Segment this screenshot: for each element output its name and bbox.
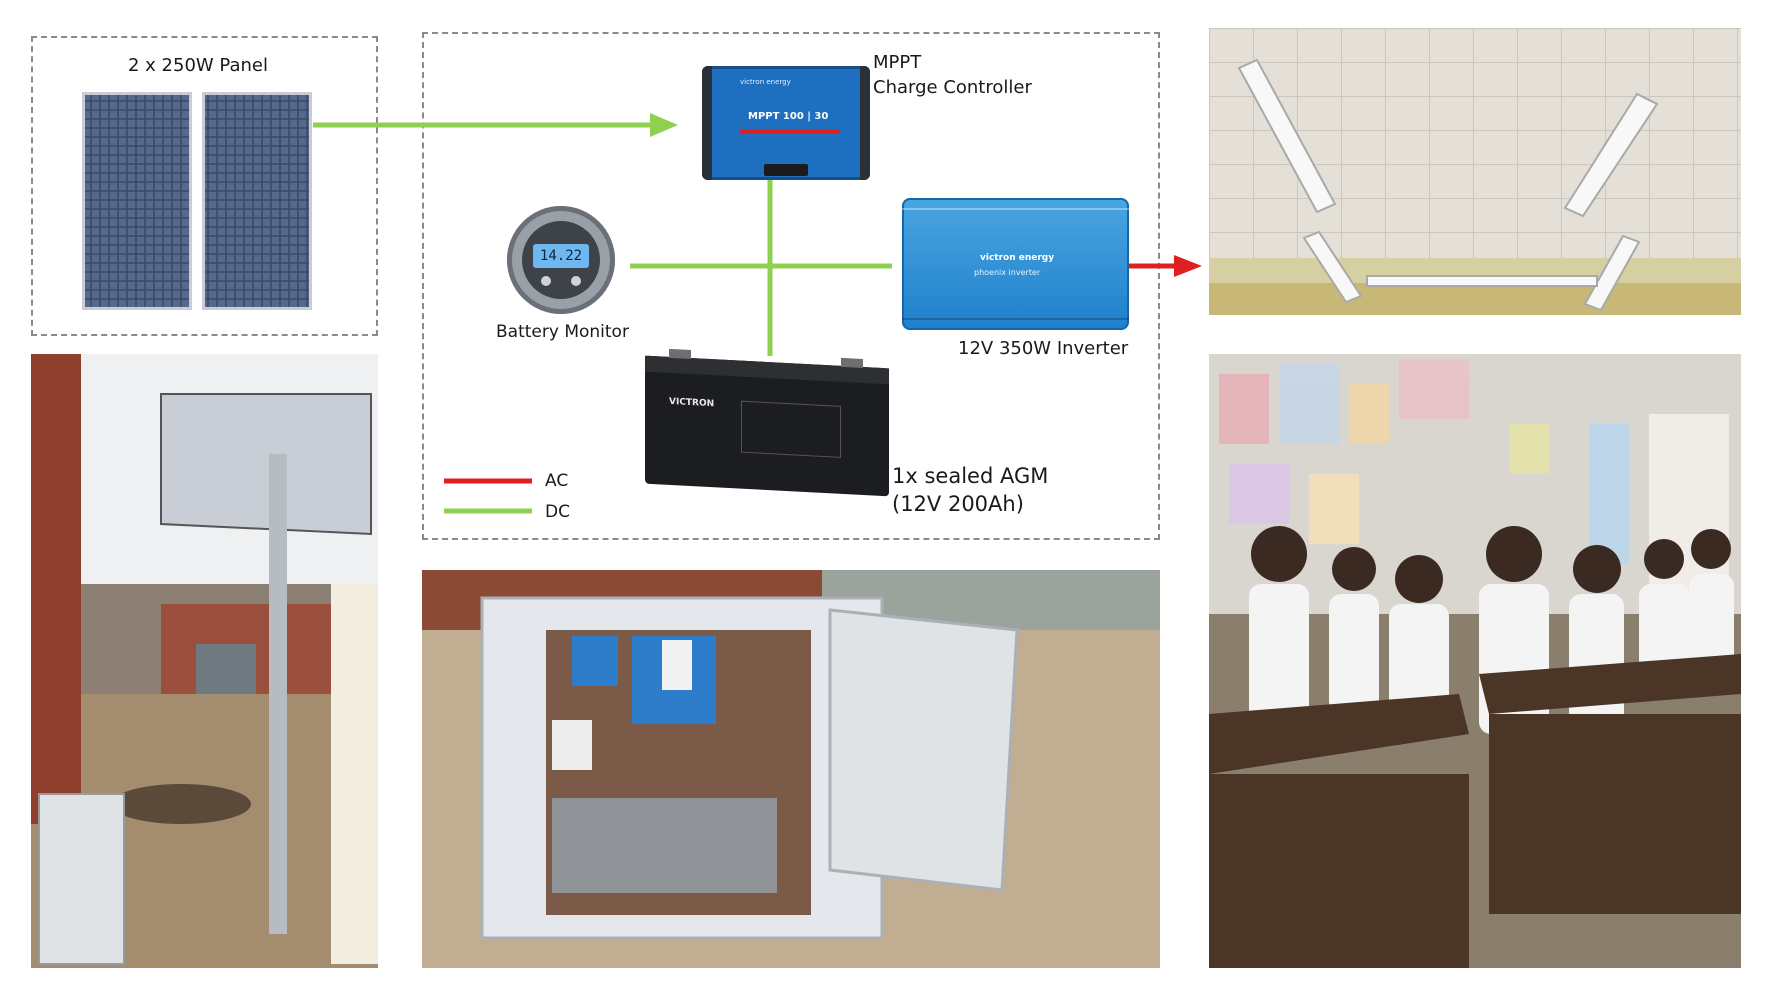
ac-arrowhead [1174, 255, 1202, 277]
mppt-label-line1: MPPT [873, 52, 922, 73]
battery-label-line2: (12V 200Ah) [892, 492, 1024, 516]
dc-arrowhead [650, 113, 678, 137]
inverter-label: 12V 350W Inverter [958, 338, 1129, 359]
ceiling-lights-photo [1209, 28, 1741, 315]
panel-group-box [31, 36, 378, 336]
legend-ac-label: AC [545, 471, 569, 491]
battery-label-line1: 1x sealed AGM [892, 464, 1049, 488]
panel-label: 2 x 250W Panel [128, 55, 268, 76]
mppt-charge-controller: victron energy MPPT 100 | 30 [702, 66, 870, 180]
mppt-brand-text: victron energy [740, 78, 791, 86]
battery-monitor-value: 14.22 [539, 248, 583, 264]
battery-monitor-label: Battery Monitor [496, 322, 629, 342]
inverter-model-text: phoenix inverter [974, 268, 1041, 277]
solar-pole-install-photo [31, 354, 378, 968]
inverter-device: victron energy phoenix inverter [902, 198, 1129, 330]
legend-dc-label: DC [545, 502, 570, 522]
agm-battery: VICTRON [645, 348, 889, 497]
system-group-box [422, 32, 1160, 540]
battery-monitor-display: 14.22 [533, 244, 589, 268]
inverter-brand-text: victron energy [980, 253, 1055, 263]
solar-panel-icon [82, 92, 312, 310]
classroom-photo [1209, 354, 1741, 968]
mppt-label-line2: Charge Controller [873, 77, 1032, 98]
battery-monitor-device: 14.22 [507, 206, 615, 314]
mppt-model-text: MPPT 100 | 30 [748, 111, 829, 122]
equipment-cabinet-photo [422, 570, 1160, 968]
battery-brand-text: VICTRON [669, 396, 715, 410]
